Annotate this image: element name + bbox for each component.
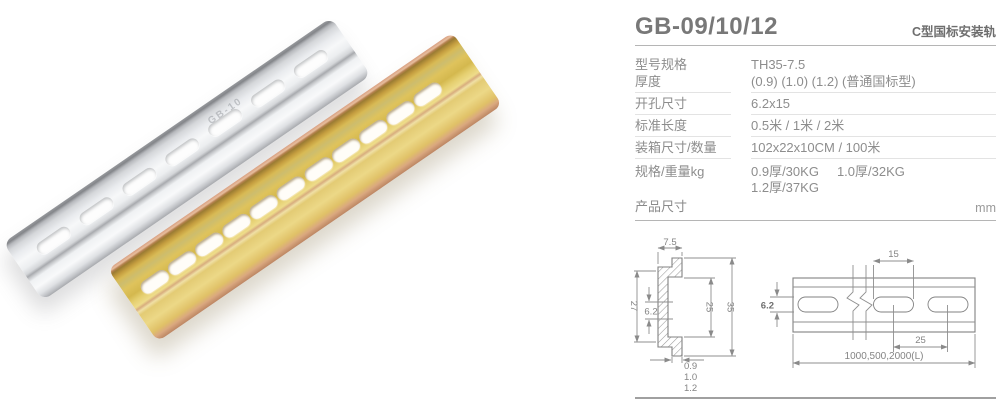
slot-hole [927,296,969,313]
spec-value: 0.5米 / 1米 / 2米 [751,115,996,137]
spec-label: 型号规格 厚度 [635,50,731,93]
spec-label: 开孔尺寸 [635,93,731,115]
dim-thickness-3: 1.2 [684,383,697,394]
table-row: 装箱尺寸/数量 102x22x10CM / 100米 [635,137,996,159]
rail-slot [119,165,159,198]
dim-top-width: 7.5 [663,237,676,248]
break-mark [859,265,873,340]
rail-slot [165,248,199,278]
top-view-labels: 15 6.2 25 1000,500,2000(L) [761,249,926,362]
dim-total-height: 35 [725,302,736,313]
bottom-divider [635,397,996,399]
spec-table: 型号规格 厚度 TH35-7.5 (0.9) (1.0) (1.2) (普通国标… [635,50,996,196]
product-photo: GB-10 [3,17,503,342]
dim-left-height: 27 [628,301,639,312]
product-dimensions-header: 产品尺寸 mm [635,196,996,221]
rail-slot [410,79,444,109]
rail-slot [301,154,335,184]
spec-value: TH35-7.5 (0.9) (1.0) (1.2) (普通国标型) [751,50,996,93]
spec-value: 6.2x15 [751,93,996,115]
rail-slot [328,135,363,165]
dim-thickness-1: 0.9 [684,361,697,372]
rail-slot [34,224,73,257]
table-row: 开孔尺寸 6.2x15 [635,93,996,115]
dim-inner-height: 25 [704,302,715,313]
rail-slot [274,173,308,203]
rail-slot [355,116,390,146]
product-category-label: C型国标安装轨 [911,25,996,39]
break-mark [846,265,860,340]
rail-slot [162,135,202,169]
rail-slot [77,194,116,228]
rail-top-view-outline [792,277,976,333]
table-row: 型号规格 厚度 TH35-7.5 (0.9) (1.0) (1.2) (普通国标… [635,50,996,93]
dim-slot-width: 6.2 [761,301,774,312]
table-row: 标准长度 0.5米 / 1米 / 2米 [635,115,996,137]
product-model-title: GB-09/10/12 [635,13,778,40]
spec-value: 102x22x10CM / 100米 [751,137,996,159]
dim-slot-width: 6.2 [644,307,657,318]
rail-slot [248,76,288,110]
spec-panel-header: GB-09/10/12 C型国标安装轨 [635,8,996,46]
rail-profile-shape [657,257,683,357]
top-view-diagram [770,258,976,368]
dim-slot-length: 15 [888,249,899,260]
dim-hole-pitch: 25 [915,335,926,346]
spec-label: 标准长度 [635,115,731,137]
rail-slot [383,98,417,128]
section-title: 产品尺寸 [635,199,688,214]
spec-label: 装箱尺寸/数量 [635,137,731,159]
rail-slot [137,266,172,296]
rail-slot [219,210,254,240]
rail-slot [192,229,226,259]
technical-drawing: 7.5 27 6.2 25 35 0.9 1.0 1.2 [628,237,976,394]
unit-label: mm [975,201,996,215]
dim-thickness-2: 1.0 [684,372,697,383]
slot-hole [797,296,839,313]
spec-label: 规格/重量kg [635,164,705,179]
cross-section-labels: 7.5 27 6.2 25 35 0.9 1.0 1.2 [628,237,736,394]
cross-section-diagram [634,245,736,363]
rail-slot [246,191,281,221]
rail-slot [291,47,331,80]
dim-overall-length: 1000,500,2000(L) [845,351,924,362]
